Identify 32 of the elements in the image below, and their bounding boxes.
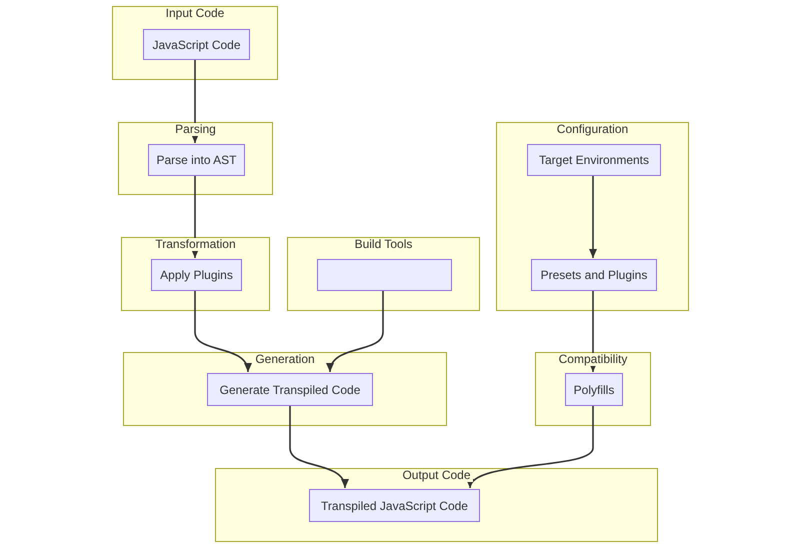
empty-process-box (317, 259, 452, 291)
group-title: Compatibility (556, 353, 630, 366)
process-box: Parse into AST (148, 144, 245, 176)
group-title: Input Code (164, 7, 226, 20)
arrow (289, 405, 348, 488)
process-box: Generate Transpiled Code (207, 373, 373, 406)
group-box (118, 122, 273, 195)
group-box (496, 122, 689, 311)
group-box (123, 352, 447, 426)
group-box (112, 6, 278, 80)
group-title: Transformation (153, 238, 238, 251)
group-box (121, 237, 270, 311)
group-box (287, 237, 480, 311)
process-box: Presets and Plugins (531, 259, 657, 291)
arrow (469, 405, 594, 488)
process-box: Target Environments (527, 144, 661, 176)
arrow (191, 175, 199, 258)
process-box: Transpiled JavaScript Code (309, 489, 480, 522)
group-box (535, 352, 651, 426)
process-box: Apply Plugins (151, 259, 242, 291)
arrow (194, 290, 250, 372)
arrow (328, 290, 384, 372)
group-title: Generation (253, 353, 317, 366)
group-title: Configuration (554, 123, 630, 136)
group-title: Build Tools (352, 238, 414, 251)
group-title: Output Code (400, 469, 473, 482)
arrow (589, 175, 597, 258)
arrow (191, 59, 199, 143)
process-box: JavaScript Code (143, 29, 250, 60)
process-box: Polyfills (565, 373, 623, 406)
group-title: Parsing (173, 123, 218, 136)
group-box (215, 468, 658, 542)
